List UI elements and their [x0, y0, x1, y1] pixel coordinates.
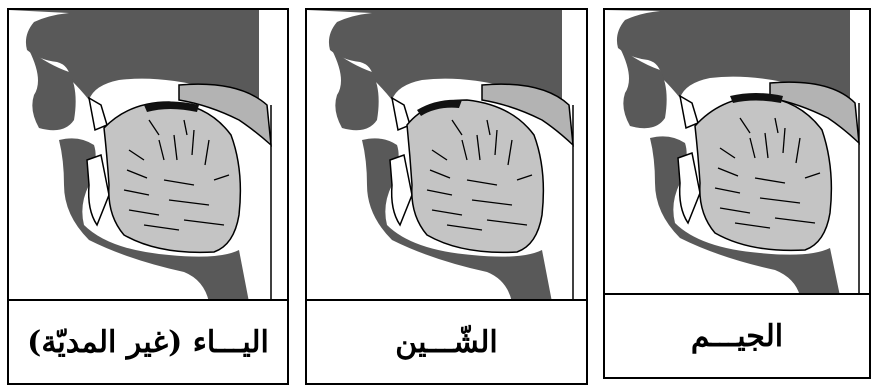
- caption-jim: الجيـــم: [605, 293, 869, 377]
- tongue: [104, 102, 240, 252]
- diagram-panel-jim: الجيـــم: [603, 8, 871, 379]
- caption-ya: اليـــاء (غير المديّة): [9, 299, 287, 383]
- mouth-cross-section: [9, 10, 287, 302]
- caption-shin: الشّـــين: [307, 299, 586, 383]
- mouth-cross-section: [605, 10, 869, 296]
- mouth-cross-section: [307, 10, 586, 302]
- diagram-panel-ya: اليـــاء (غير المديّة): [7, 8, 289, 385]
- diagram-panel-shin: الشّـــين: [305, 8, 588, 385]
